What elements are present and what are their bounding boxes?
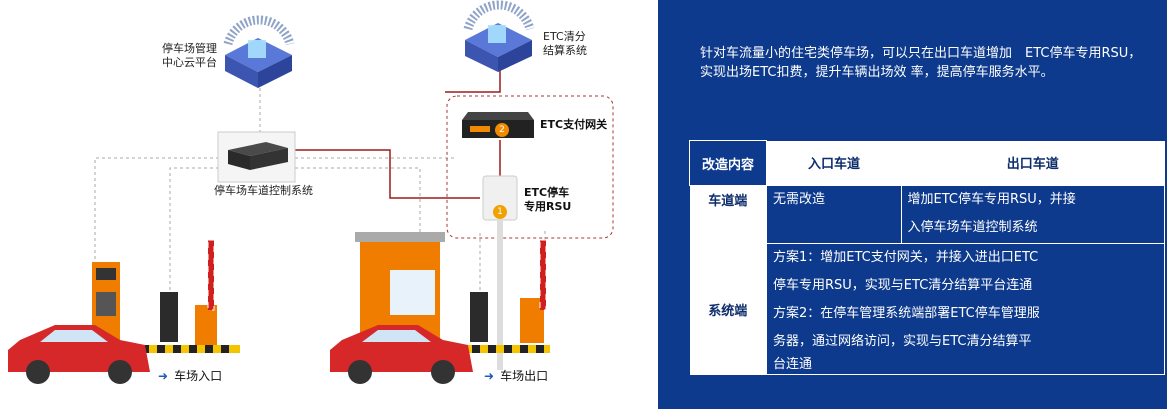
entry-barrier [160, 239, 217, 345]
row2-line-4: 务器，通过网络访问，实现与ETC清分结算平 [773, 334, 1032, 349]
row2-line-1: 方案1：增加ETC支付网关，并接入进出口ETC [773, 250, 1039, 265]
row2-line-2: 停车专用RSU，实现与ETC清分结算平台连通 [773, 278, 1033, 293]
entrance-label-text: 车场入口 [174, 369, 223, 383]
entry-car [8, 325, 150, 384]
rsu-label-2: 专用RSU [524, 200, 572, 213]
entry-hazard-strip [125, 345, 240, 353]
exit-label: ➜ 车场出口 [484, 367, 548, 384]
row1-entry-cell: 无需改造 [766, 185, 902, 244]
lane-control-label: 停车场车道控制系统 [214, 184, 313, 197]
lane-control-server [217, 131, 296, 183]
table-header-entry: 入口车道 [766, 140, 901, 186]
exit-booth [355, 232, 445, 340]
arrow-right-icon: ➜ [158, 369, 169, 383]
exit-barrier [470, 239, 547, 343]
row2-line-3: 方案2：在停车管理系统端部署ETC停车管理服 [773, 306, 1040, 321]
row2-system-cell: 方案1：增加ETC支付网关，并接入进出口ETC 停车专用RSU，实现与ETC清分… [766, 243, 1165, 375]
table-header-content: 改造内容 [689, 140, 767, 186]
row1-exit-line-1: 增加ETC停车专用RSU，并接 [907, 192, 1076, 207]
retrofit-table: 改造内容 入口车道 出口车道 车道端 无需改造 增加ETC停车专用RSU，并接 … [689, 140, 1165, 375]
row-label-system: 系统端 [689, 243, 767, 375]
arrow-right-icon: ➜ [484, 369, 495, 383]
cloud-platform-label-2: 中心云平台 [162, 56, 217, 69]
etc-dashed-boundary [446, 95, 614, 239]
diagram-graphics [8, 0, 614, 384]
rsu-label-1: ETC停车 [524, 186, 570, 199]
row2-line-5: 台连通 [773, 357, 813, 372]
etc-clearing-label-1: ETC清分 [543, 30, 586, 43]
etc-clearing-icon [463, 0, 535, 72]
rsu-device [482, 175, 518, 370]
row-label-lane: 车道端 [689, 185, 767, 244]
rsu-badge: 1 [497, 207, 503, 217]
exit-car [330, 325, 473, 384]
etc-clearing-label-2: 结算系统 [543, 44, 587, 57]
exit-label-text: 车场出口 [500, 369, 549, 383]
etc-gateway-device [462, 112, 534, 138]
cloud-platform-label-1: 停车场管理 [162, 42, 217, 55]
architecture-diagram: 停车场管理 中心云平台 ETC清分 结算系统 ETC支付网关 停车场车道控制系统… [8, 0, 614, 384]
entrance-label: ➜ 车场入口 [158, 367, 222, 384]
cloud-platform-icon [223, 15, 295, 88]
row1-exit-cell: 增加ETC停车专用RSU，并接 入停车场车道控制系统 [900, 185, 1165, 244]
gateway-badge: 2 [499, 125, 505, 135]
description-text: 针对车流量小的住宅类停车场，可以只在出口车道增加 ETC停车专用RSU，实现出场… [700, 46, 1142, 80]
table-header-exit: 出口车道 [901, 140, 1165, 186]
exit-hazard-strip [440, 345, 550, 353]
row1-exit-line-2: 入停车场车道控制系统 [907, 220, 1038, 235]
etc-gateway-label: ETC支付网关 [540, 118, 608, 131]
